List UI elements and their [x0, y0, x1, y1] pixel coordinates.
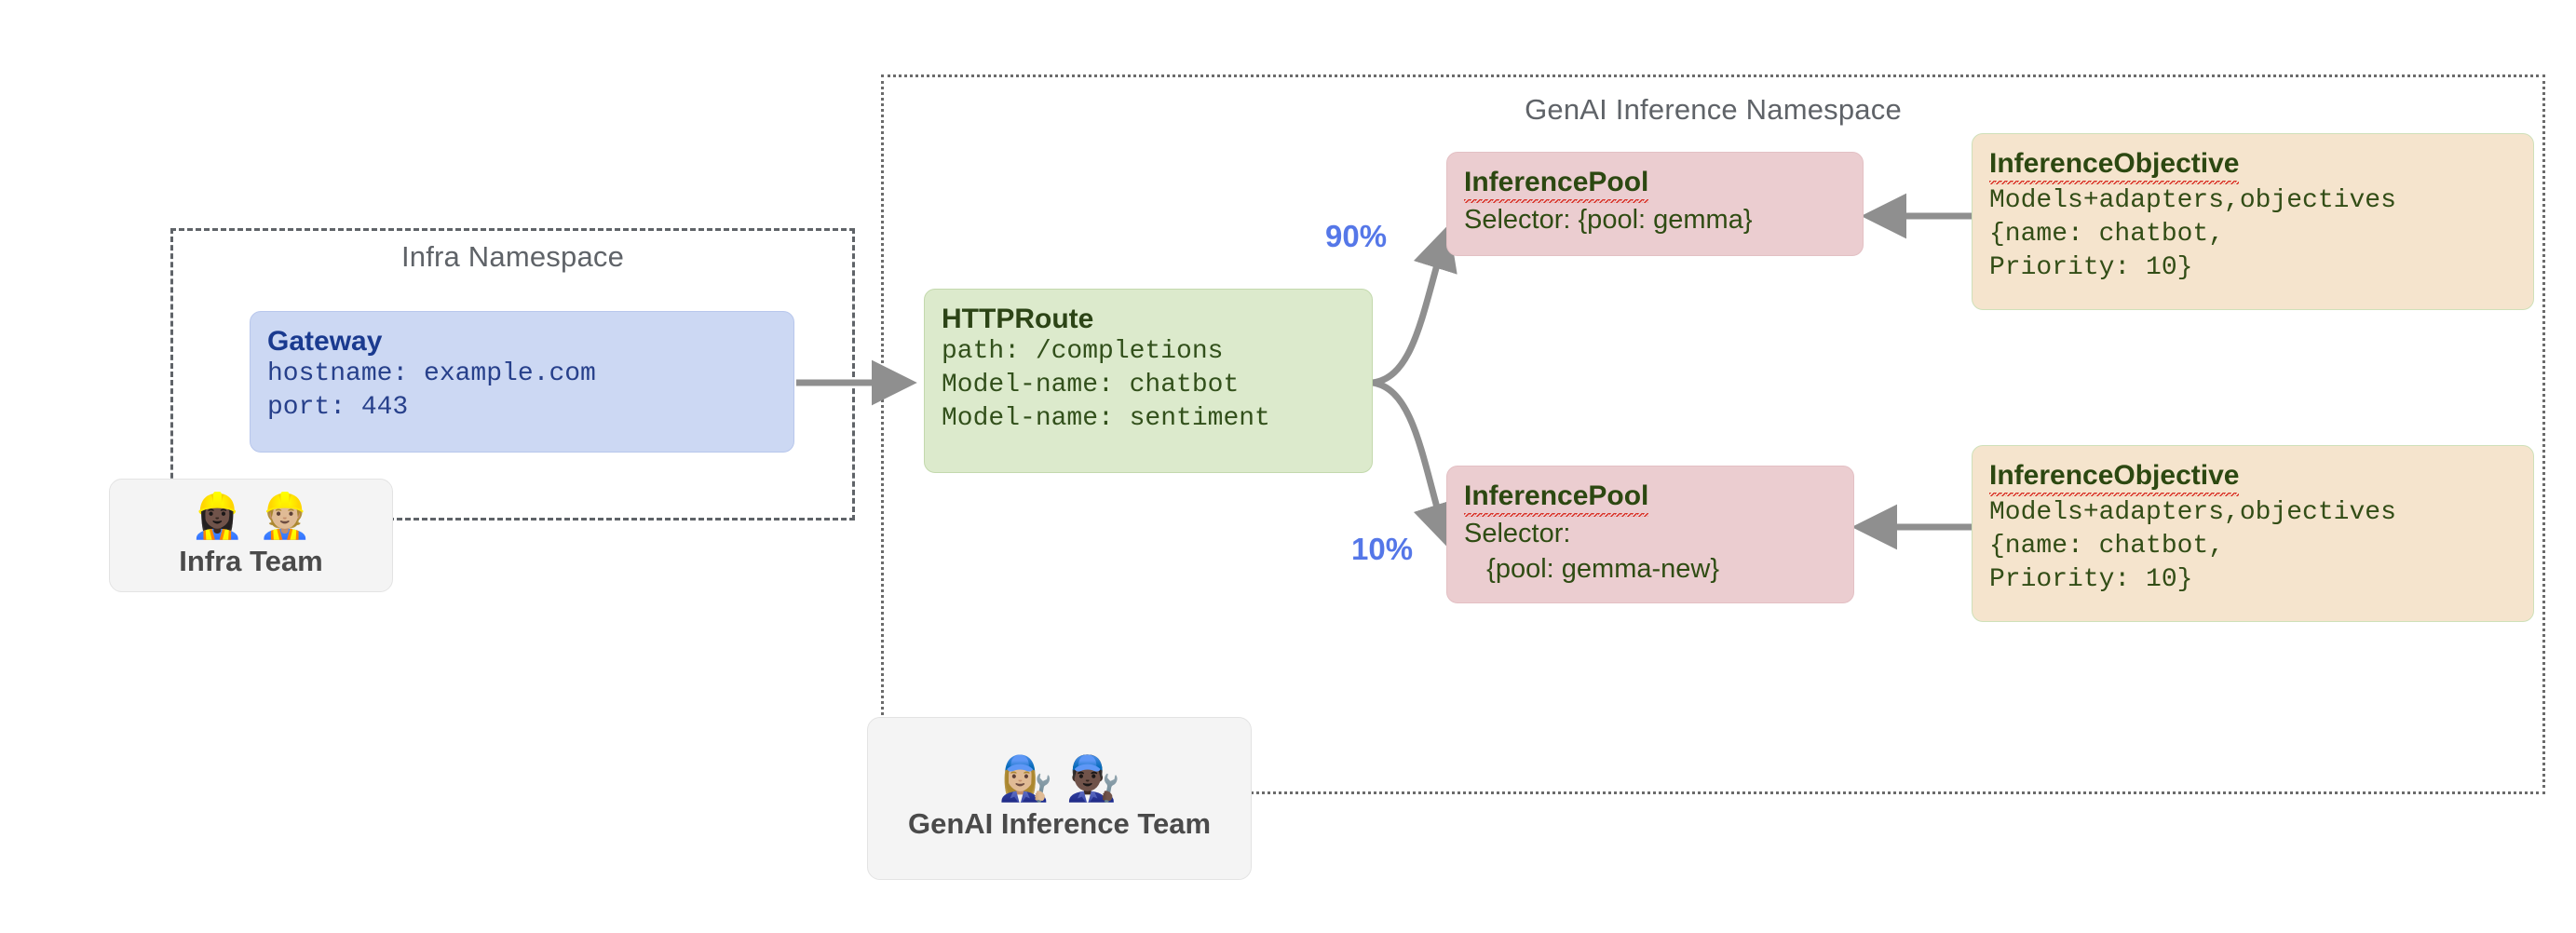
inference-pool-gemma-selector: Selector: {pool: gemma} [1464, 205, 1753, 236]
httproute-model-name-sentiment: Model-name: sentiment [942, 404, 1270, 434]
infra-team-label: Infra Team [179, 544, 323, 577]
inference-objective-bottom-name: {name: chatbot, [1989, 532, 2225, 561]
httproute-model-name-chatbot: Model-name: chatbot [942, 371, 1240, 400]
inference-pool-gemma-new-selector-label: Selector: [1464, 519, 1571, 549]
inference-objective-bottom-node[interactable]: InferenceObjective Models+adapters,objec… [1972, 445, 2534, 622]
inference-objective-top-priority: Priority: 10} [1989, 253, 2193, 283]
inference-objective-bottom-models: Models+adapters,objectives [1989, 498, 2396, 528]
inference-objective-top-node[interactable]: InferenceObjective Models+adapters,objec… [1972, 133, 2534, 310]
inference-pool-gemma-node[interactable]: InferencePool Selector: {pool: gemma} [1446, 152, 1864, 256]
httproute-path: path: /completions [942, 337, 1224, 367]
inference-pool-gemma-new-node[interactable]: InferencePool Selector: {pool: gemma-new… [1446, 466, 1854, 603]
inference-objective-top-name: {name: chatbot, [1989, 220, 2225, 250]
infra-namespace-region [170, 228, 855, 521]
genai-inference-namespace-region [881, 74, 2545, 794]
genai-inference-team-label: GenAI Inference Team [907, 807, 1212, 840]
inference-pool-gemma-new-title: InferencePool [1464, 480, 1649, 518]
gateway-hostname: hostname: example.com [267, 359, 596, 389]
inference-objective-bottom-title: InferenceObjective [1989, 459, 2240, 497]
traffic-weight-10: 10% [1351, 532, 1414, 566]
genai-inference-team-badge[interactable]: 👩🏼‍🔧👨🏿‍🔧 GenAI Inference Team [867, 717, 1252, 880]
inference-objective-top-title: InferenceObjective [1989, 147, 2240, 185]
inference-objective-bottom-priority: Priority: 10} [1989, 565, 2193, 595]
gateway-node[interactable]: Gateway hostname: example.com port: 443 [250, 311, 794, 453]
construction-worker-icon: 👷🏿‍♀️👷🏼 [189, 490, 326, 540]
traffic-weight-90: 90% [1325, 219, 1388, 253]
gateway-title: Gateway [267, 326, 383, 357]
httproute-title: HTTPRoute [942, 304, 1094, 334]
infra-team-badge[interactable]: 👷🏿‍♀️👷🏼 Infra Team [109, 479, 393, 592]
httproute-node[interactable]: HTTPRoute path: /completions Model-name:… [924, 289, 1373, 473]
genai-inference-namespace-label: GenAI Inference Namespace [1525, 93, 1902, 126]
gateway-port: port: 443 [267, 393, 409, 423]
inference-pool-gemma-title: InferencePool [1464, 166, 1649, 204]
inference-objective-top-models: Models+adapters,objectives [1989, 186, 2396, 216]
mechanic-icon: 👩🏼‍🔧👨🏿‍🔧 [997, 753, 1134, 803]
infra-namespace-label: Infra Namespace [400, 240, 625, 273]
inference-pool-gemma-new-selector-value: {pool: gemma-new} [1464, 553, 1720, 584]
